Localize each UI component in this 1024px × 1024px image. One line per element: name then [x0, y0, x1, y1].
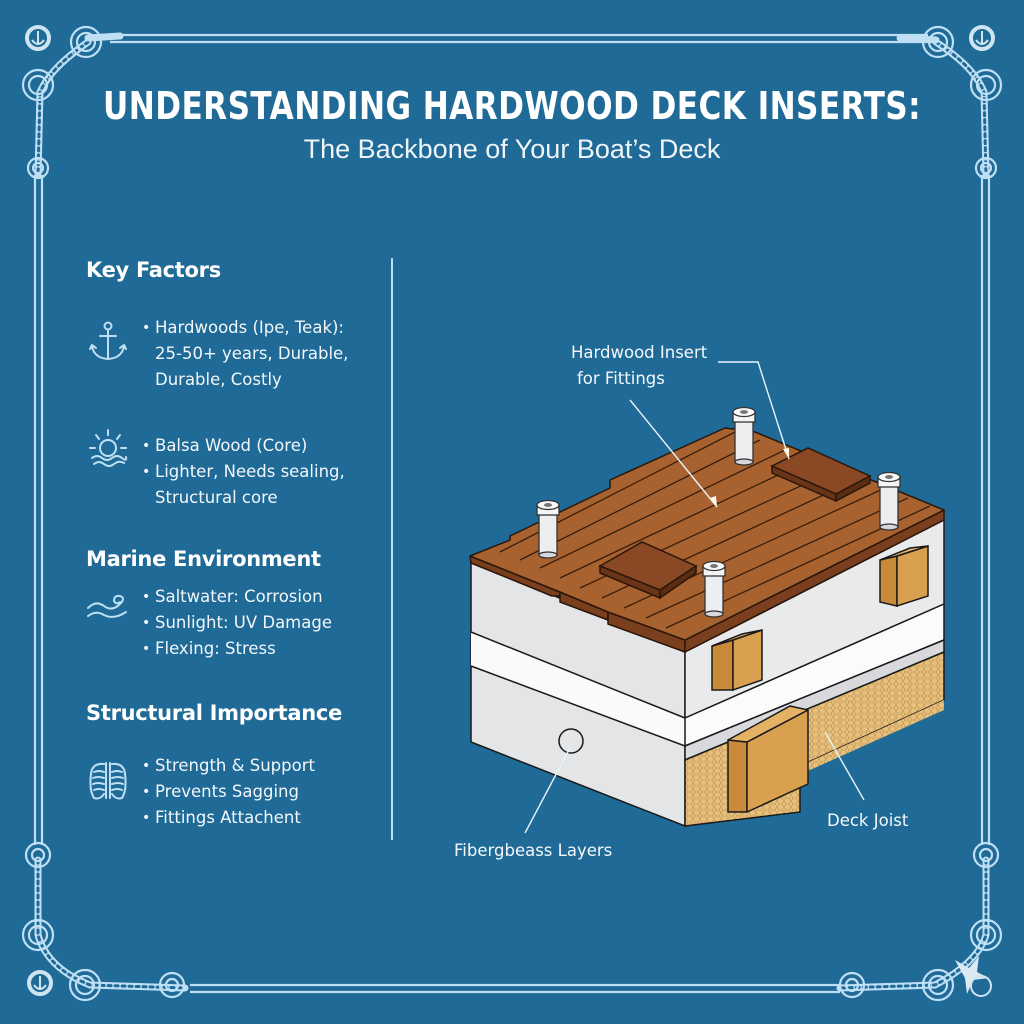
label-fiberglass-layers: Fibergbeass Layers: [454, 841, 613, 860]
hardwood-insert-pad: [598, 541, 698, 600]
wave-icon: [86, 592, 130, 626]
hardwood-insert-pad: [770, 447, 872, 503]
fiberglass-marker-circle: [558, 728, 584, 754]
section-heading-marine-environment: Marine Environment: [86, 547, 321, 571]
leader-line-joist: [824, 731, 865, 801]
section-heading-key-factors: Key Factors: [86, 258, 221, 282]
marine-environment-list: Saltwater: Corrosion Sunlight: UV Damage…: [142, 584, 332, 662]
structural-importance-list: Strength & Support Prevents Sagging Fitt…: [142, 753, 315, 831]
leader-lines: [524, 361, 865, 834]
deck-fitting: [877, 471, 901, 531]
label-deck-joist: Deck Joist: [827, 811, 909, 830]
deck-fitting: [536, 499, 560, 559]
anchor-badge-icon: [25, 25, 51, 51]
list-item: Sunlight: UV Damage: [142, 610, 332, 636]
sun-over-water-icon: [86, 428, 130, 472]
wood-block: [711, 628, 763, 692]
section-heading-structural-importance: Structural Importance: [86, 701, 343, 725]
wood-block: [879, 544, 929, 608]
deck-fitting: [732, 406, 756, 466]
list-item: Saltwater: Corrosion: [142, 584, 332, 610]
leader-line-insert-pad: [718, 361, 790, 460]
leader-line-fiberglass: [524, 747, 571, 834]
compass-star-anchor-icon: [955, 956, 992, 997]
anchor-icon: [86, 320, 130, 364]
key-factors-balsa-list: Balsa Wood (Core) Lighter, Needs sealing…: [142, 433, 345, 511]
leader-line-insert: [629, 399, 718, 508]
label-hardwood-insert-line2: for Fittings: [577, 369, 665, 388]
list-item: Balsa Wood (Core): [142, 433, 345, 459]
anchor-badge-icon: [27, 970, 53, 996]
list-item: Strength & Support: [142, 753, 315, 779]
deck-fitting: [702, 560, 726, 618]
label-hardwood-insert-line1: Hardwood Insert: [571, 343, 708, 362]
list-item: Lighter, Needs sealing,: [142, 459, 345, 485]
column-divider: [391, 258, 393, 840]
list-item: Fittings Attachent: [142, 805, 315, 831]
list-item: Prevents Sagging: [142, 779, 315, 805]
page-title: UNDERSTANDING HARDWOOD DECK INSERTS:: [102, 84, 922, 128]
list-item: Flexing: Stress: [142, 636, 332, 662]
deck-joist: [727, 705, 809, 813]
list-item: Durable, Costly: [155, 370, 282, 389]
rope-ring: [69, 25, 103, 59]
list-item: Hardwoods (Ipe, Teak):: [142, 315, 348, 341]
list-item: 25-50+ years, Durable,: [155, 344, 349, 363]
ribcage-icon: [86, 760, 130, 802]
page-subtitle: The Backbone of Your Boat’s Deck: [303, 134, 721, 164]
key-factors-hardwoods-list: Hardwoods (Ipe, Teak): 25-50+ years, Dur…: [142, 315, 348, 393]
list-item: Structural core: [155, 488, 278, 507]
anchor-badge-icon: [969, 25, 995, 51]
leader-arrowheads: [710, 448, 789, 507]
